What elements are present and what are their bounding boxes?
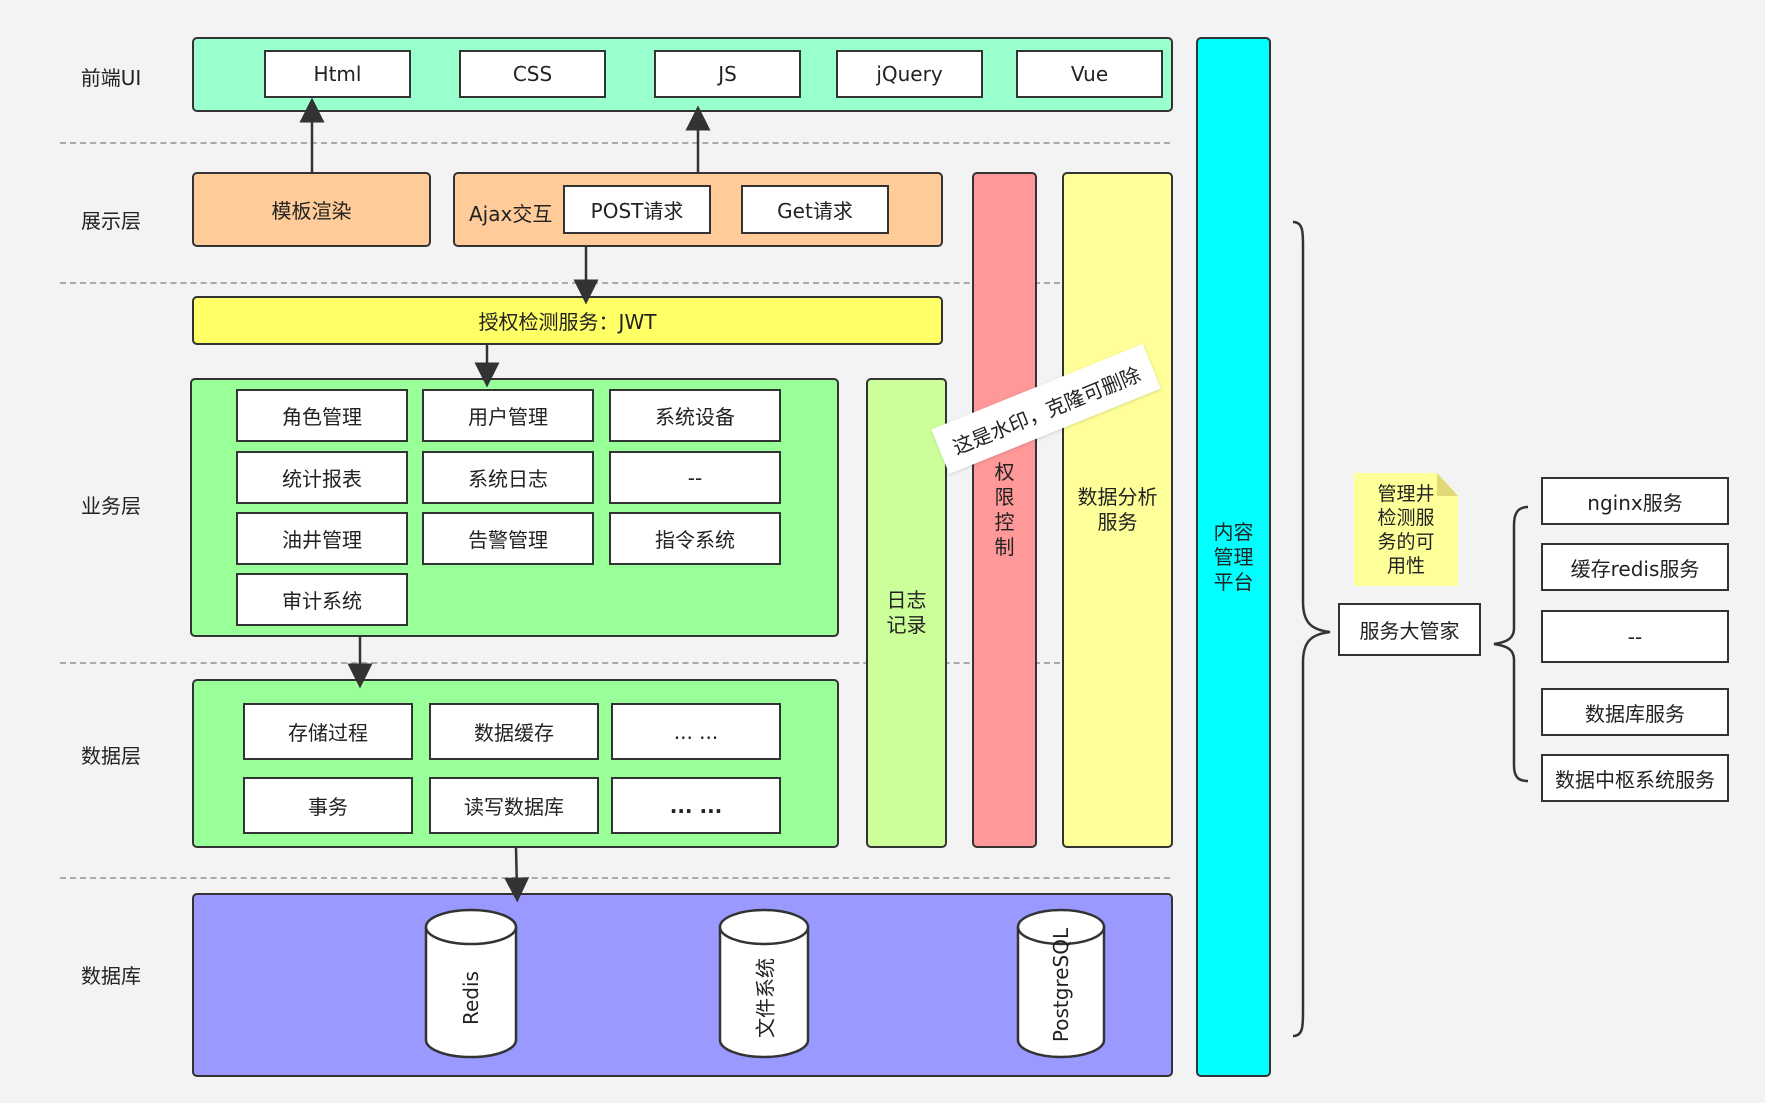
data-item-rw-database: 读写数据库 xyxy=(429,777,599,834)
data-item-cache: 数据缓存 xyxy=(429,703,599,760)
frontend-item-html: Html xyxy=(264,50,411,98)
business-item-device: 系统设备 xyxy=(609,389,781,442)
auth-service-bar: 授权检测服务：JWT xyxy=(192,296,943,345)
database-cylinder-postgresql xyxy=(1016,908,1106,1059)
template-render-label: 模板渲染 xyxy=(271,199,352,223)
brace-large xyxy=(1292,220,1331,1038)
database-panel xyxy=(192,893,1173,1077)
auth-service-label: 授权检测服务：JWT xyxy=(478,310,657,334)
business-item-oilwell: 油井管理 xyxy=(236,512,408,565)
sticky-note-text: 管理井 检测服 务的可 用性 xyxy=(1377,482,1435,577)
business-item-alarm: 告警管理 xyxy=(422,512,594,565)
cms-column: 内容 管理 平台 xyxy=(1196,37,1271,1077)
frontend-item-js: JS xyxy=(654,50,801,98)
business-item-command: 指令系统 xyxy=(609,512,781,565)
layer-label-database: 数据库 xyxy=(81,964,141,988)
layer-label-business: 业务层 xyxy=(81,494,141,518)
data-analytics-column: 数据分析 服务 xyxy=(1062,172,1173,848)
data-item-more-1: ... ... xyxy=(611,703,781,760)
database-label-postgresql: PostgreSQL xyxy=(1049,927,1073,1043)
log-record-column: 日志 记录 xyxy=(866,378,947,848)
service-item-placeholder: -- xyxy=(1541,610,1729,663)
sticky-note: 管理井 检测服 务的可 用性 xyxy=(1354,473,1458,586)
frontend-item-css: CSS xyxy=(459,50,606,98)
data-analytics-label: 数据分析 服务 xyxy=(1077,485,1158,534)
get-request-box: Get请求 xyxy=(741,185,889,234)
permission-control-label: 权 限 控 制 xyxy=(994,460,1015,559)
separator-2 xyxy=(60,282,1060,284)
separator-3 xyxy=(60,662,1060,664)
frontend-item-jquery: jQuery xyxy=(836,50,983,98)
business-item-audit: 审计系统 xyxy=(236,573,408,626)
database-label-filesystem: 文件系统 xyxy=(753,958,778,1038)
layer-label-data: 数据层 xyxy=(81,744,141,768)
layer-label-frontend: 前端UI xyxy=(80,66,142,90)
brace-small xyxy=(1493,505,1529,783)
separator-1 xyxy=(60,142,1170,144)
database-cylinder-redis xyxy=(424,908,518,1059)
database-cylinder-filesystem xyxy=(718,908,810,1059)
data-item-stored-procedure: 存储过程 xyxy=(243,703,413,760)
template-render-box: 模板渲染 xyxy=(192,172,431,247)
service-manager-box: 服务大管家 xyxy=(1338,603,1481,656)
layer-label-presentation: 展示层 xyxy=(81,209,141,233)
service-item-redis-cache: 缓存redis服务 xyxy=(1541,543,1729,591)
arrow-data-to-database xyxy=(504,847,530,903)
service-item-nginx: nginx服务 xyxy=(1541,477,1729,525)
data-item-transaction: 事务 xyxy=(243,777,413,834)
business-item-syslog: 系统日志 xyxy=(422,451,594,504)
cms-label: 内容 管理 平台 xyxy=(1213,519,1254,594)
business-item-report: 统计报表 xyxy=(236,451,408,504)
service-item-data-hub: 数据中枢系统服务 xyxy=(1541,754,1729,802)
ajax-label: Ajax交互 xyxy=(469,202,553,226)
business-item-role: 角色管理 xyxy=(236,389,408,442)
business-item-user: 用户管理 xyxy=(422,389,594,442)
business-item-placeholder: -- xyxy=(609,451,781,504)
service-item-database: 数据库服务 xyxy=(1541,688,1729,736)
database-label-redis: Redis xyxy=(459,971,483,1025)
separator-4 xyxy=(60,877,1170,879)
permission-control-column: 权 限 控 制 xyxy=(972,172,1037,848)
data-item-more-2: ... ... xyxy=(611,777,781,834)
frontend-item-vue: Vue xyxy=(1016,50,1163,98)
log-record-label: 日志 记录 xyxy=(886,588,927,637)
post-request-box: POST请求 xyxy=(563,185,711,234)
